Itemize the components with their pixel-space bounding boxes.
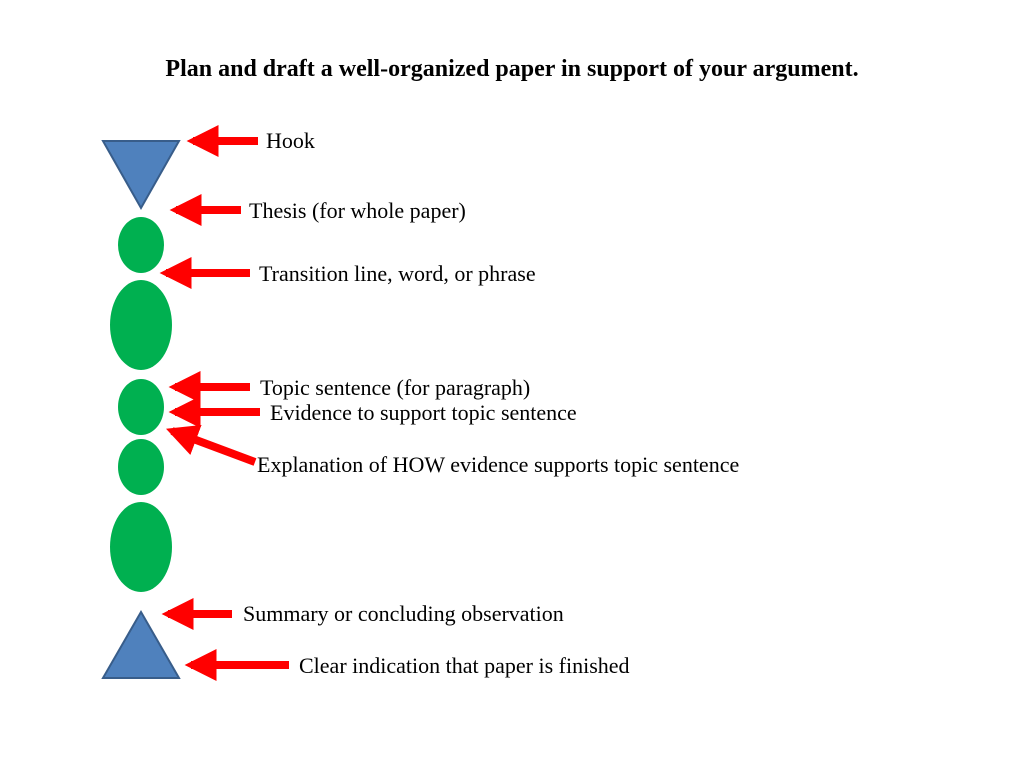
evidence-label: Evidence to support topic sentence: [270, 400, 577, 425]
summary-label: Summary or concluding observation: [243, 601, 564, 626]
conclusion-triangle: [101, 609, 181, 679]
body-oval-2: [110, 502, 172, 592]
hook-triangle: [101, 140, 181, 211]
topic-sentence-label: Topic sentence (for paragraph): [260, 375, 531, 400]
thesis-label: Thesis (for whole paper): [249, 198, 466, 223]
page-title: Plan and draft a well-organized paper in…: [165, 56, 859, 82]
body-oval-1: [110, 280, 172, 370]
transition-label: Transition line, word, or phrase: [259, 261, 536, 286]
evidence-oval: [118, 439, 164, 495]
thesis-oval: [118, 217, 164, 273]
topic-oval: [118, 379, 164, 435]
explanation-label: Explanation of HOW evidence supports top…: [257, 452, 740, 477]
explanation-arrow: [166, 424, 257, 466]
hook-label: Hook: [266, 128, 315, 153]
finished-label: Clear indication that paper is finished: [299, 653, 630, 678]
